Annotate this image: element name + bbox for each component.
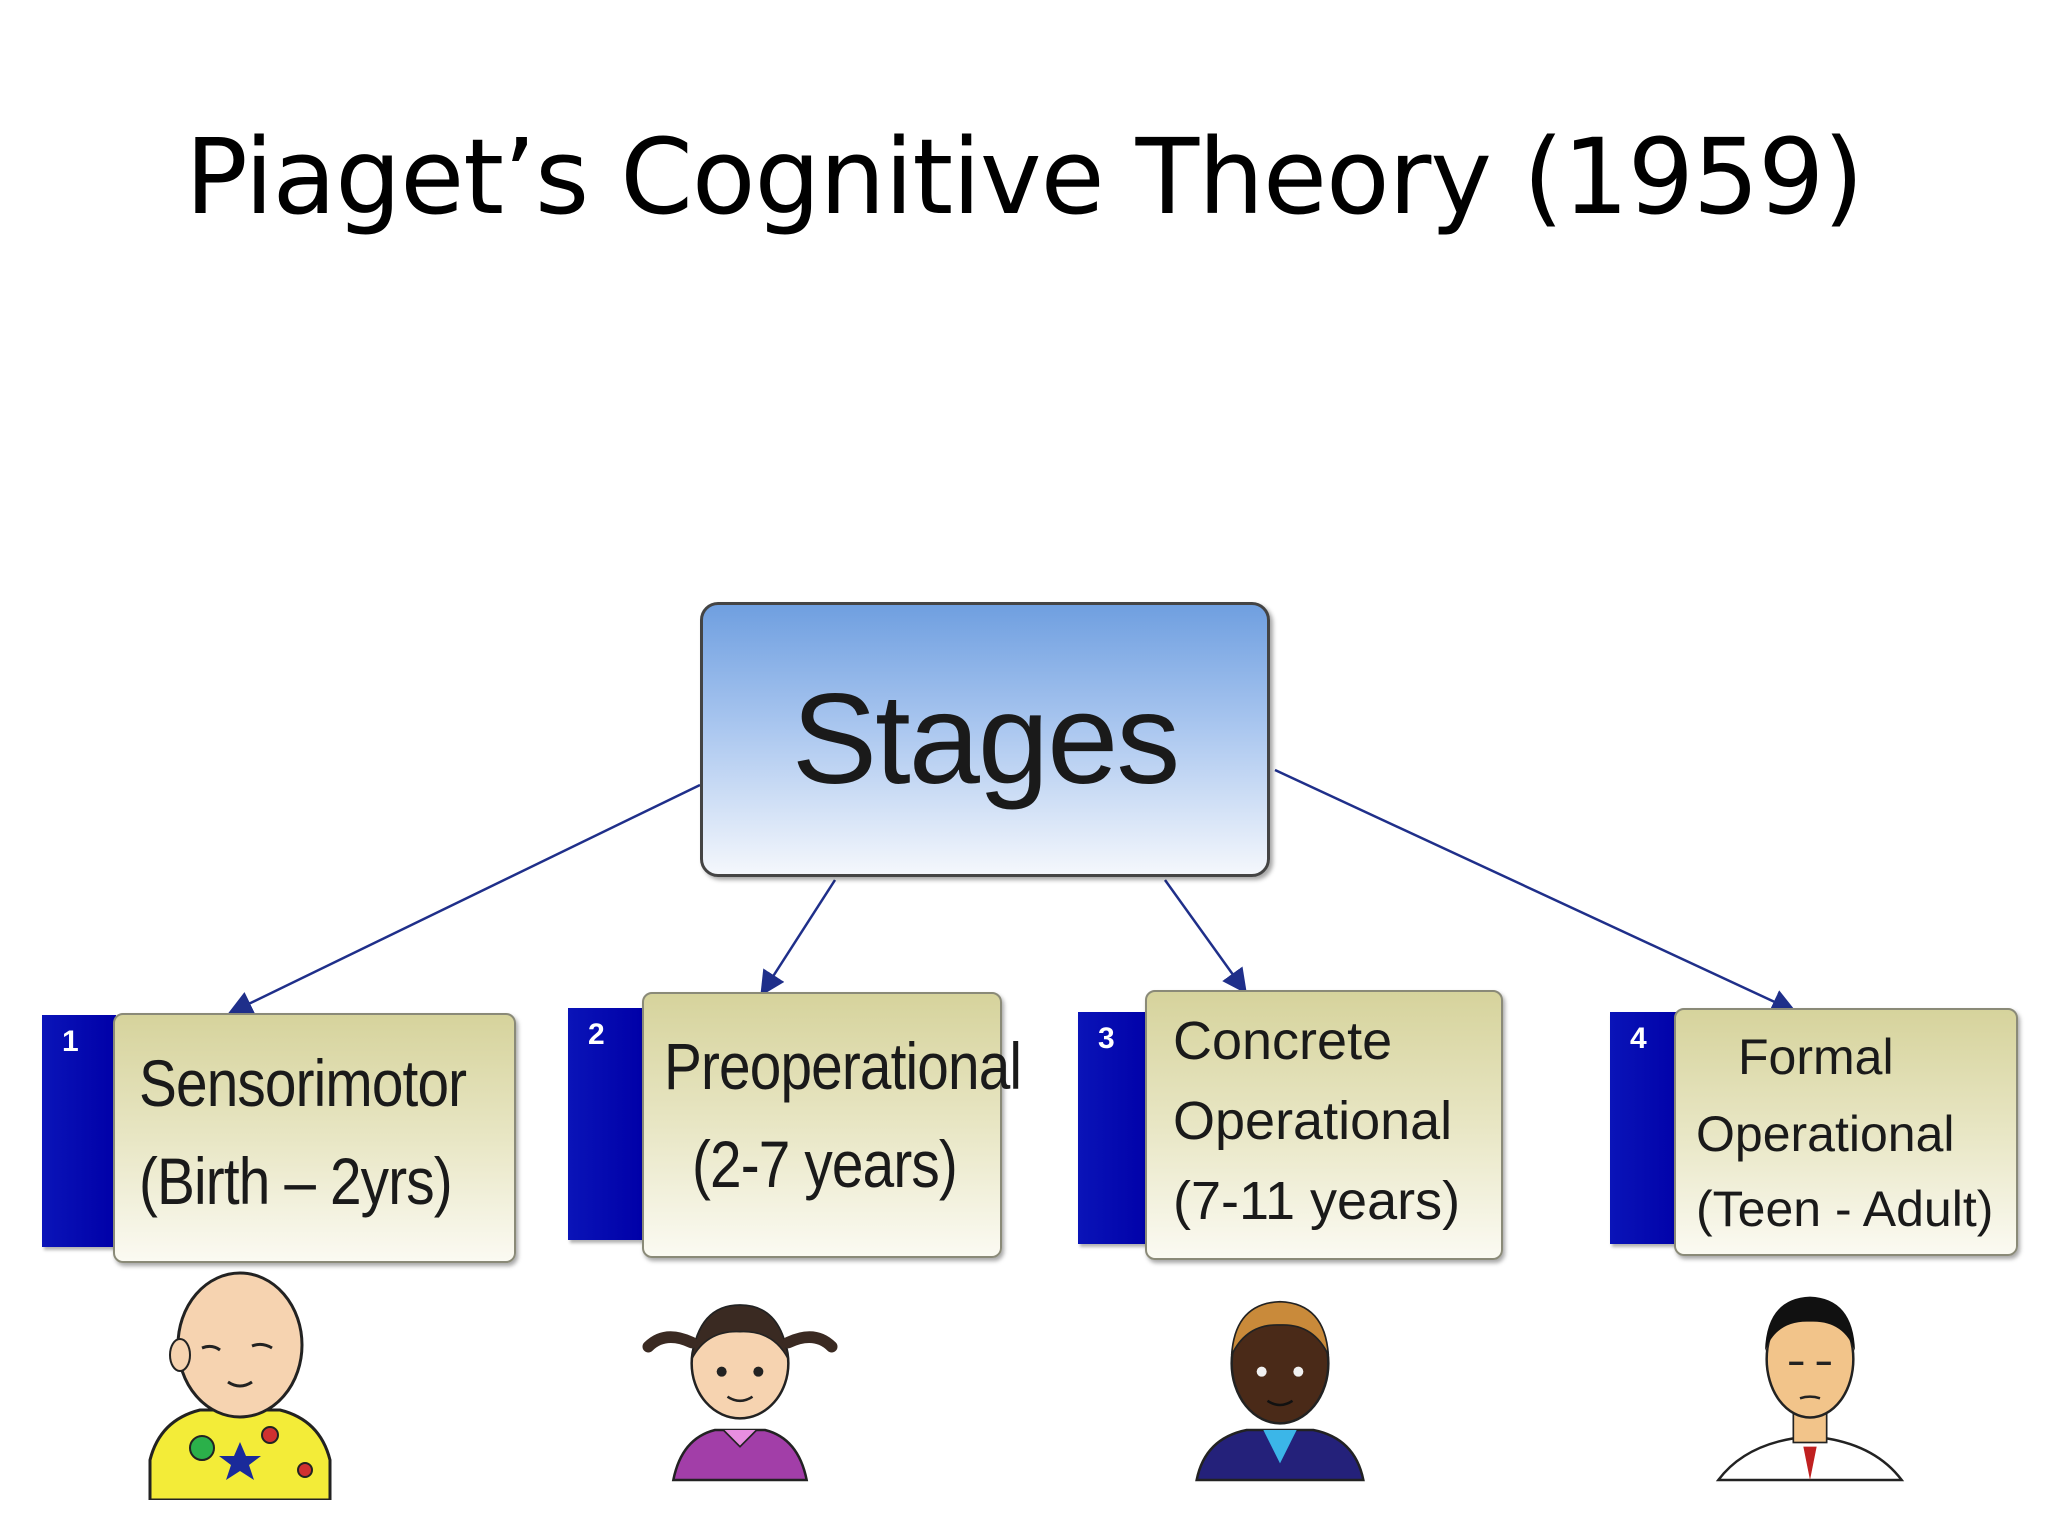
slide-title: Piaget’s Cognitive Theory (1959) — [185, 116, 1864, 238]
stage-2-box: Preoperational (2-7 years) — [642, 992, 1022, 1258]
stage-2-number: 2 — [588, 1018, 605, 1051]
arrow-to-stage-4 — [1274, 768, 1797, 1013]
stage-4-age-range: (Teen - Adult) — [1696, 1181, 1994, 1237]
stage-4-name-line1: Formal — [1738, 1029, 1894, 1085]
stages-root-node: Stages — [700, 602, 1270, 877]
stage-2-name: Preoperational — [664, 1029, 1022, 1103]
stage-1-tab: 1 — [42, 1015, 116, 1247]
stage-1-box: Sensorimotor (Birth – 2yrs) — [113, 1013, 516, 1263]
stage-3-age-range: (7-11 years) — [1173, 1171, 1461, 1231]
stage-1-age-range: (Birth – 2yrs) — [139, 1144, 453, 1218]
arrow-to-stage-2 — [760, 879, 837, 997]
man-icon — [1715, 1296, 1905, 1482]
girl-icon — [642, 1304, 838, 1482]
stage-4-name-line2: Operational — [1696, 1106, 1955, 1162]
stage-4-number: 4 — [1630, 1022, 1647, 1055]
stage-2-tab: 2 — [568, 1008, 642, 1240]
stage-3-box: Concrete Operational (7-11 years) — [1145, 990, 1503, 1260]
stage-1-number: 1 — [62, 1025, 79, 1058]
stage-1-name: Sensorimotor — [139, 1046, 467, 1120]
stage-4-box: Formal Operational (Teen - Adult) — [1674, 1008, 2018, 1256]
stage-4-tab: 4 — [1610, 1012, 1684, 1244]
boy-icon — [1195, 1300, 1365, 1482]
stage-3-name-line1: Concrete — [1173, 1011, 1393, 1071]
stage-3-number: 3 — [1098, 1022, 1115, 1055]
baby-icon — [148, 1271, 332, 1500]
arrow-to-stage-3 — [1163, 879, 1247, 995]
stages-root-label: Stages — [791, 668, 1180, 811]
stage-3-name-line2: Operational — [1173, 1091, 1453, 1151]
stage-2-age-range: (2-7 years) — [692, 1127, 958, 1201]
stage-3-tab: 3 — [1078, 1012, 1152, 1244]
arrow-to-stage-1 — [227, 783, 701, 1015]
